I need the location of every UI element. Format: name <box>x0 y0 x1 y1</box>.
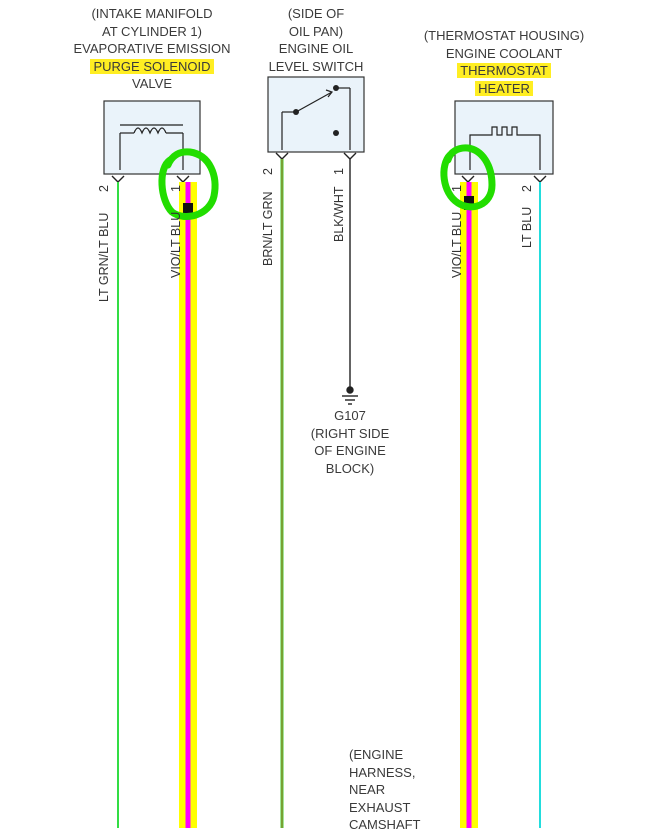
hand-drawn-circle-marker <box>440 144 496 211</box>
purge-solenoid-label: (INTAKE MANIFOLD AT CYLINDER 1) EVAPORATIV… <box>52 5 252 93</box>
heater-element-icon <box>469 126 541 170</box>
highlighted-text: HEATER <box>475 80 533 96</box>
hand-drawn-circle-marker <box>158 148 219 220</box>
thermostat-heater-component <box>454 100 554 183</box>
terminal-icon <box>533 175 547 183</box>
splice-marker <box>183 203 193 217</box>
label-line: EVAPORATIVE EMISSION <box>73 41 231 56</box>
wire-color-label: VIO/LT BLU <box>450 212 464 278</box>
highlighted-text: THERMOSTAT <box>457 63 551 78</box>
pin-label: 2 <box>97 185 111 192</box>
label-line: HARNESS, <box>349 764 416 780</box>
splice-marker <box>464 196 474 210</box>
label-line: (ENGINE <box>349 747 404 762</box>
label-line: HEATER <box>404 80 604 98</box>
pin-label: 1 <box>450 185 464 192</box>
label-line: AT CYLINDER 1) <box>102 23 202 39</box>
terminal-icon <box>111 175 125 183</box>
thermostat-heater-label: (THERMOSTAT HOUSING) ENGINE COOLANT THERMO… <box>404 27 604 97</box>
wire-color-label: LT BLU <box>520 207 534 248</box>
ground-label: G107 (RIGHT SIDE OF ENGINE BLOCK) <box>290 407 410 477</box>
label-line: (THERMOSTAT HOUSING) <box>423 28 585 43</box>
label-line: VALVE <box>132 76 172 91</box>
pin-label: 1 <box>332 168 346 175</box>
oil-level-switch-component <box>267 76 365 160</box>
ground-icon <box>342 386 358 405</box>
label-line: EXHAUST <box>349 799 411 815</box>
label-line: CAMSHAFT <box>349 817 421 832</box>
terminal-icon <box>343 152 357 160</box>
label-line: ENGINE OIL <box>278 41 354 56</box>
switch-contact-icon <box>333 85 339 91</box>
terminal-icon <box>176 175 190 183</box>
harness-note-label: (ENGINE HARNESS, NEAR EXHAUST CAMSHAFT <box>349 746 421 834</box>
thermostat-box <box>454 100 554 175</box>
label-line: (RIGHT SIDE <box>310 425 390 441</box>
label-line: ENGINE COOLANT <box>445 45 563 61</box>
label-line: OIL PAN) <box>288 23 344 39</box>
wire-color-label: BRN/LT GRN <box>261 191 275 266</box>
pin-label: 2 <box>520 185 534 192</box>
wire-vio-lt-blu-2 <box>466 182 472 828</box>
label-line: (SIDE OF <box>287 6 345 21</box>
label-line: G107 <box>334 408 366 423</box>
label-line: THERMOSTAT <box>404 62 604 80</box>
purge-solenoid-box <box>103 100 201 175</box>
terminal-icon <box>275 152 289 160</box>
purge-solenoid-component <box>103 100 201 183</box>
wire-color-label: VIO/LT BLU <box>169 212 183 278</box>
pin-label: 2 <box>261 168 275 175</box>
wire-color-label: LT GRN/LT BLU <box>97 213 111 302</box>
highlighted-text: PURGE SOLENOID <box>90 58 214 74</box>
label-line: LEVEL SWITCH <box>268 58 364 74</box>
wire-vio-lt-blu <box>185 182 191 828</box>
pin-label: 1 <box>169 185 183 192</box>
terminal-icon <box>461 175 475 183</box>
label-line: PURGE SOLENOID <box>52 58 252 76</box>
label-line: NEAR <box>349 782 386 797</box>
switch-contact-icon <box>333 130 339 136</box>
wire-color-label: BLK/WHT <box>332 186 346 242</box>
label-line: OF ENGINE <box>314 443 386 458</box>
label-line: (INTAKE MANIFOLD <box>91 6 213 21</box>
label-line: BLOCK) <box>325 460 375 476</box>
oil-level-switch-label: (SIDE OF OIL PAN) ENGINE OIL LEVEL SWITCH <box>236 5 396 75</box>
oil-switch-box <box>267 76 365 153</box>
switch-contact-icon <box>293 109 299 115</box>
